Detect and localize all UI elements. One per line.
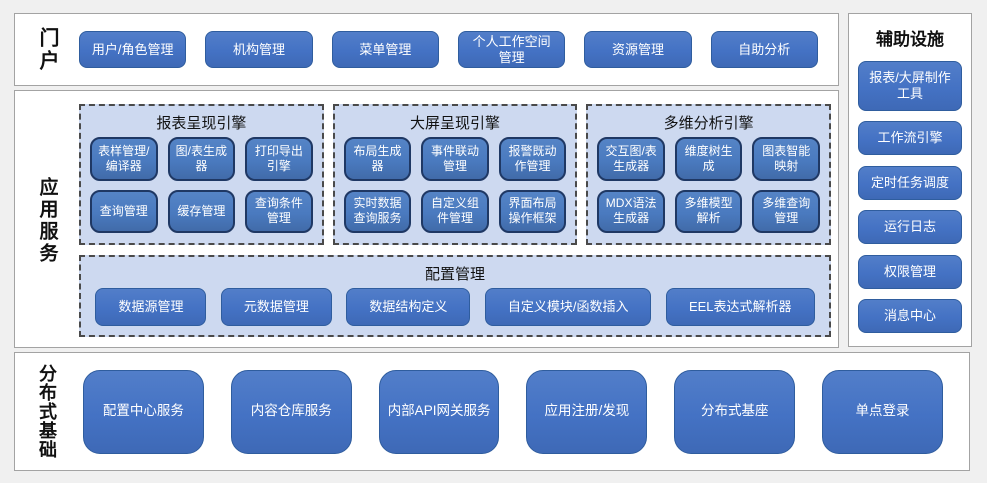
node-multidim-query-mgmt: 多维查询管理: [752, 189, 820, 233]
node-ui-layout-framework: 界面布局操作框架: [498, 189, 567, 233]
portal-label: 门户: [36, 26, 58, 73]
screen-engine-title: 大屏呈现引擎: [410, 115, 501, 132]
config-mgmt-group: 配置管理 数据源管理 元数据管理 数据结构定义 自定义模块/函数插入 EEL表达…: [79, 255, 831, 337]
node-permission-mgmt: 权限管理: [858, 254, 962, 289]
node-multidim-model-parsing: 多维模型解析: [674, 189, 743, 233]
node-custom-module-function-insert: 自定义模块/函数插入: [484, 288, 652, 326]
node-layout-generator: 布局生成器: [343, 137, 412, 181]
olap-engine-group: 多维分析引擎 交互图/表生成器 维度树生成 图表智能映射 MDX语法生成器 多维…: [586, 104, 832, 245]
portal-section: 门户 用户/角色管理 机构管理 菜单管理 个人工作空间管理 资源管理 自助分析: [14, 13, 839, 86]
node-eel-expression-parser: EEL表达式解析器: [665, 288, 815, 326]
node-custom-component-mgmt: 自定义组件管理: [421, 189, 489, 233]
node-interactive-chart-generator: 交互图/表生成器: [597, 137, 665, 181]
node-print-export-engine: 打印导出引擎: [245, 137, 313, 181]
node-query-mgmt: 查询管理: [90, 189, 158, 233]
screen-engine-grid: 布局生成器 事件联动管理 报警既动作管理 实时数据查询服务 自定义组件管理 界面…: [343, 137, 567, 233]
auxiliary-section: 辅助设施 报表/大屏制作工具 工作流引擎 定时任务调度 运行日志 权限管理 消息…: [848, 13, 972, 347]
node-scheduled-task-scheduler: 定时任务调度: [858, 165, 962, 200]
config-mgmt-title: 配置管理: [424, 266, 485, 283]
node-self-service-analysis: 自助分析: [710, 31, 818, 68]
node-chart-table-generator: 图/表生成器: [167, 137, 236, 181]
auxiliary-title: 辅助设施: [876, 30, 944, 49]
node-datasource-mgmt: 数据源管理: [95, 288, 207, 326]
distributed-node-row: 配置中心服务 内容仓库服务 内部API网关服务 应用注册/发现 分布式基座 单点…: [83, 369, 943, 454]
app-services-content: 报表呈现引擎 表样管理/编译器 图/表生成器 打印导出引擎 查询管理 缓存管理 …: [79, 104, 832, 337]
node-content-repo-service: 内容仓库服务: [230, 369, 352, 454]
node-personal-workspace-mgmt: 个人工作空间管理: [457, 31, 566, 68]
distributed-foundation-section: 分布式基础 配置中心服务 内容仓库服务 内部API网关服务 应用注册/发现 分布…: [14, 352, 970, 471]
node-internal-api-gateway-service: 内部API网关服务: [378, 369, 500, 454]
node-user-role-mgmt: 用户/角色管理: [79, 31, 187, 68]
app-services-section: 应用服务 报表呈现引擎 表样管理/编译器 图/表生成器 打印导出引擎 查询管理 …: [14, 90, 839, 348]
node-dimension-tree-generation: 维度树生成: [674, 137, 743, 181]
distributed-foundation-label: 分布式基础: [37, 364, 57, 459]
node-query-condition-mgmt: 查询条件管理: [245, 189, 313, 233]
node-message-center: 消息中心: [858, 299, 962, 333]
node-org-mgmt: 机构管理: [205, 31, 313, 68]
node-alarm-action-mgmt: 报警既动作管理: [498, 137, 567, 181]
node-template-mgmt-compiler: 表样管理/编译器: [90, 137, 158, 181]
portal-node-row: 用户/角色管理 机构管理 菜单管理 个人工作空间管理 资源管理 自助分析: [79, 31, 818, 68]
engine-groups-row: 报表呈现引擎 表样管理/编译器 图/表生成器 打印导出引擎 查询管理 缓存管理 …: [79, 104, 832, 245]
config-node-row: 数据源管理 元数据管理 数据结构定义 自定义模块/函数插入 EEL表达式解析器: [95, 288, 815, 326]
node-workflow-engine: 工作流引擎: [858, 121, 962, 155]
node-app-register-discovery: 应用注册/发现: [526, 369, 648, 454]
node-distributed-base: 分布式基座: [674, 369, 796, 454]
node-sso: 单点登录: [822, 369, 943, 454]
node-config-center-service: 配置中心服务: [83, 369, 204, 454]
olap-engine-grid: 交互图/表生成器 维度树生成 图表智能映射 MDX语法生成器 多维模型解析 多维…: [597, 137, 820, 233]
node-menu-mgmt: 菜单管理: [331, 31, 439, 68]
screen-engine-group: 大屏呈现引擎 布局生成器 事件联动管理 报警既动作管理 实时数据查询服务 自定义…: [332, 104, 578, 245]
report-engine-title: 报表呈现引擎: [156, 115, 247, 132]
report-engine-group: 报表呈现引擎 表样管理/编译器 图/表生成器 打印导出引擎 查询管理 缓存管理 …: [79, 104, 324, 245]
node-realtime-data-query-service: 实时数据查询服务: [343, 189, 412, 233]
report-engine-grid: 表样管理/编译器 图/表生成器 打印导出引擎 查询管理 缓存管理 查询条件管理: [90, 137, 313, 233]
olap-engine-title: 多维分析引擎: [663, 115, 754, 132]
node-resource-mgmt: 资源管理: [584, 31, 692, 68]
node-chart-smart-mapping: 图表智能映射: [752, 137, 820, 181]
node-event-linkage-mgmt: 事件联动管理: [421, 137, 489, 181]
node-run-log: 运行日志: [858, 210, 962, 244]
app-services-label: 应用服务: [36, 176, 58, 265]
node-metadata-mgmt: 元数据管理: [220, 288, 332, 326]
node-mdx-syntax-generator: MDX语法生成器: [597, 189, 665, 233]
node-data-structure-definition: 数据结构定义: [346, 288, 471, 326]
node-report-screen-authoring-tool: 报表/大屏制作工具: [858, 60, 962, 111]
node-cache-mgmt: 缓存管理: [167, 189, 236, 233]
